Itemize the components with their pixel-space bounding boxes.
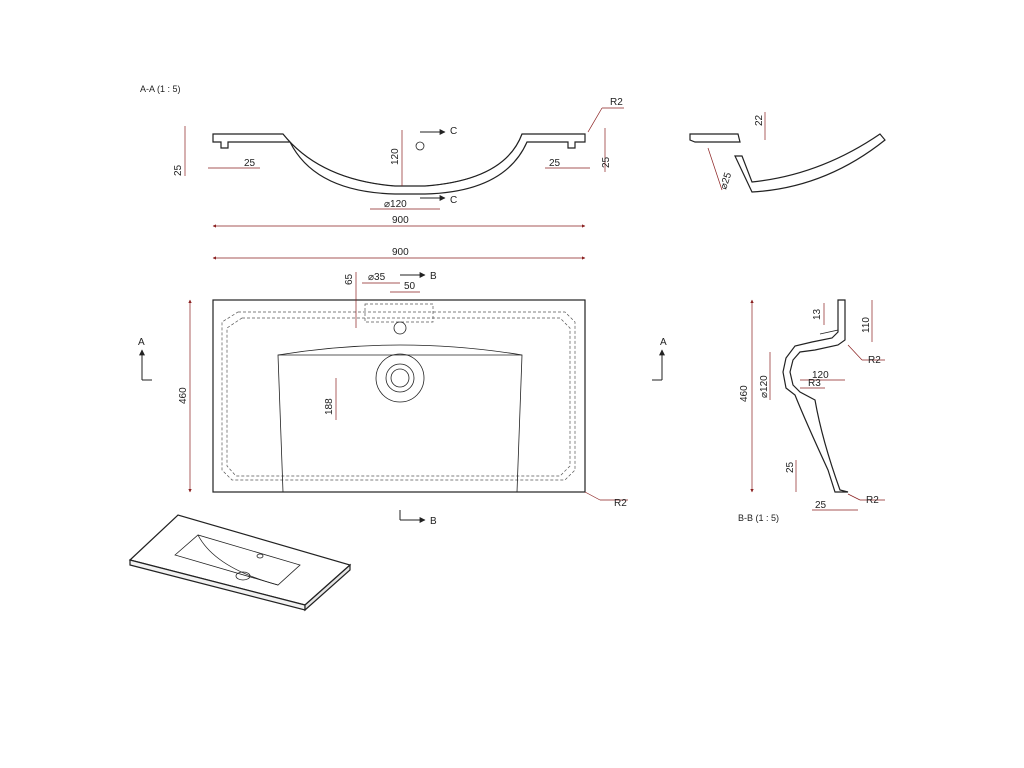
dim-bb-radius-top-leader [847,344,863,361]
dim-drain-dia: ⌀120 [384,199,407,210]
dim-hole-offset: 65 [344,273,355,285]
dim-drain-offset: 188 [324,398,335,415]
dim-cc-hole: ⌀25 [718,171,734,191]
iso-tap-hole [256,553,264,559]
dim-top-width: 900 [392,247,409,258]
section-c-top-label: C [450,126,457,137]
dim-rim-height-left: 25 [173,164,184,176]
dim-bb-inner-radius: R3 [808,378,821,389]
dim-top-depth: 460 [178,387,189,404]
dim-top-radius-leader [584,491,601,501]
dim-bb-rim-height: 110 [861,317,872,333]
section-bb-rim-inner [819,300,839,335]
dim-rim-width-right: 25 [549,158,561,169]
iso-drain [235,571,251,581]
section-b-top-label: B [430,271,437,282]
iso-side-face [304,563,351,612]
section-b-bottom-label: B [430,516,437,527]
top-view-basin [277,354,523,493]
section-cc-view: 22 ⌀25 [689,112,886,193]
top-view-tap-hole [393,321,407,335]
top-view-outline [212,299,586,493]
dim-bb-radius-bottom-leader [847,493,861,501]
dim-radius: R2 [610,97,623,108]
dim-bowl-depth: 120 [390,148,401,165]
section-c-bottom-label: C [450,195,457,206]
dim-bb-drain-width: 120 [812,370,829,381]
iso-basin [174,534,301,586]
dim-bb-drain-dia: ⌀120 [759,375,770,398]
dim-top-radius: R2 [614,498,627,509]
top-view-drain-inner [390,368,410,388]
section-bb-view: 460 13 110 R2 ⌀120 120 R3 25 25 R2 B-B (… [738,299,885,523]
section-cc-rim [689,133,741,143]
section-a-left-label: A [138,337,145,348]
top-view-drain-mid [385,363,415,393]
top-view: 900 460 65 ⌀35 50 188 R2 A A B B [138,247,667,527]
dim-hole-spacing: 50 [404,281,416,292]
dim-cc-hole-line [707,147,723,191]
dim-bb-rim: 13 [812,308,823,320]
section-bb-profile [782,299,849,493]
dim-bb-bottom-rim: 25 [785,461,796,473]
dim-cc-height: 22 [754,114,765,126]
section-bb-label: B-B (1 : 5) [738,513,779,523]
top-view-rim-outline [221,311,576,481]
dim-bb-bottom-width: 25 [815,500,827,511]
section-a-right-label: A [660,337,667,348]
top-view-drain-outer [375,353,425,403]
iso-basin-curve [197,534,279,586]
isometric-view [128,514,352,612]
section-aa-label: A-A (1 : 5) [140,84,181,94]
dim-bb-radius-bottom: R2 [866,495,879,506]
dim-overall-width: 900 [392,215,409,226]
section-aa-tap-hole [415,141,425,151]
top-view-basin-curve [277,344,523,356]
section-aa-inner-curve [282,133,523,187]
dim-bb-depth: 460 [739,385,750,402]
dim-bb-radius-top: R2 [868,355,881,366]
section-cc-bowl [734,133,886,193]
section-aa-view: A-A (1 : 5) C C 25 25 25 25 120 ⌀120 900… [140,84,624,228]
dim-rim-width-left: 25 [244,158,256,169]
dim-hole-dia: ⌀35 [368,272,386,283]
dim-rim-height-right: 25 [601,156,612,168]
dim-radius-leader [587,107,603,133]
